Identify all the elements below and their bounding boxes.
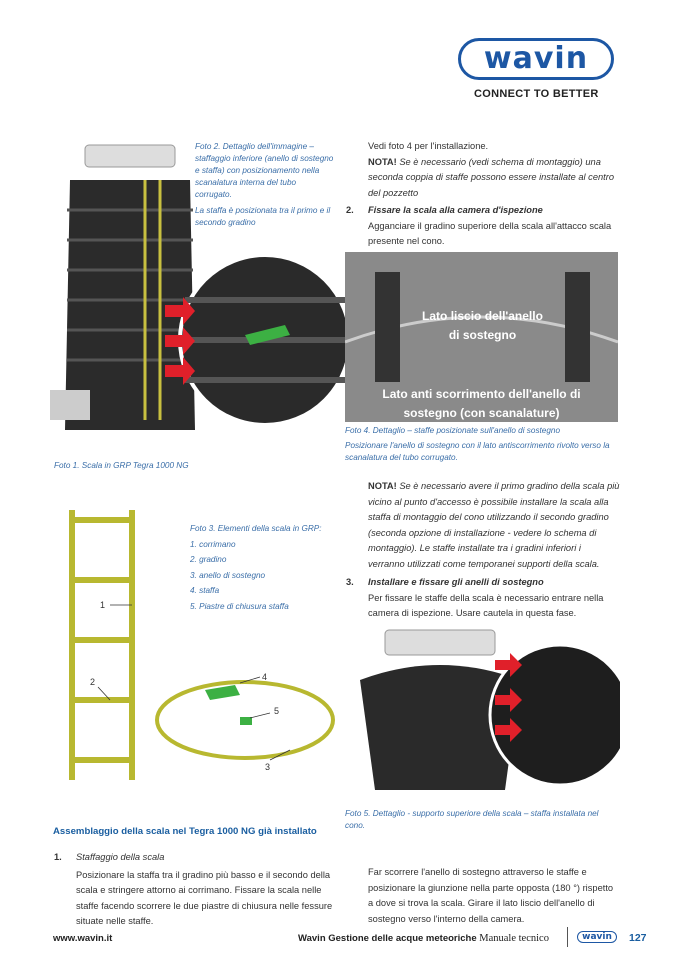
step1-number: 1. (54, 852, 62, 862)
foto3-item: 4. staffa (190, 586, 220, 595)
overlay-grooved-side: Lato anti scorrimento dell'anello di sos… (382, 387, 581, 420)
footer-title-bold: Wavin Gestione delle acque meteoriche (298, 933, 477, 944)
nota2-text: Se è necessario avere il primo gradino d… (368, 481, 620, 569)
intro-text: Vedi foto 4 per l'installazione. (368, 141, 489, 151)
foto5-caption: Foto 5. Dettaglio - supporto superiore d… (345, 809, 599, 830)
ladder-and-ring-illustration (69, 510, 335, 780)
label-1: 1 (100, 600, 106, 610)
foto4-caption-block: Foto 4. Dettaglio – staffe posizionate s… (345, 425, 620, 464)
footer-url[interactable]: www.wavin.it (53, 933, 113, 944)
step2-number: 2. (346, 205, 354, 215)
nota2-block: NOTA! Se è necessario avere il primo gra… (346, 479, 620, 622)
step1-block: 1. Staffaggio della scala Posizionare la … (54, 850, 336, 930)
label-3: 3 (265, 762, 271, 772)
right-top-text: Vedi foto 4 per l'installazione. NOTA! S… (346, 139, 620, 250)
tagline: CONNECT TO BETTER (474, 88, 599, 100)
label-2: 2 (90, 677, 96, 687)
footer-wavin-logo: wavin (577, 931, 617, 943)
wavin-logo: wavin (458, 38, 614, 80)
foto4-note: Posizionare l'anello di sostegno con il … (345, 441, 610, 462)
manhole-illustration (50, 144, 352, 430)
foto4-caption: Foto 4. Dettaglio – staffe posizionate s… (345, 426, 561, 435)
page-number: 127 (629, 932, 647, 944)
foto3-title: Foto 3. Elementi della scala in GRP: (190, 524, 322, 533)
step3-title: Installare e fissare gli anelli di soste… (368, 577, 544, 587)
foto3-item: 3. anello di sostegno (190, 570, 266, 580)
photo-1-manhole (45, 140, 352, 450)
photo-5-upper-support (360, 629, 620, 790)
overlay-smooth-side: Lato liscio dell'anello di sostegno (422, 309, 543, 342)
footer-divider (567, 927, 568, 947)
photo-4-support-ring: Lato liscio dell'anello di sostegno Lato… (345, 252, 618, 422)
footer-title: Wavin Gestione delle acque meteoriche Ma… (298, 933, 549, 944)
foto3-item: 5. Piastre di chiusura staffa (190, 601, 289, 611)
step2-text: Agganciare il gradino superiore della sc… (368, 220, 612, 247)
foto1-caption: Foto 1. Scala in GRP Tegra 1000 NG (54, 461, 189, 470)
step3-number: 3. (346, 577, 354, 587)
bracket-illustration (345, 272, 618, 382)
foto3-item: 2. gradino (190, 555, 227, 564)
right-bottom-text: Far scorrere l'anello di sostegno attrav… (368, 867, 614, 924)
label-4: 4 (262, 672, 268, 682)
section-heading: Assemblaggio della scala nel Tegra 1000 … (53, 826, 317, 837)
step1-title: Staffaggio della scala (76, 852, 165, 862)
step3-text: Per fissare le staffe della scala è nece… (368, 592, 604, 619)
nota2-label: NOTA! (368, 481, 397, 491)
label-5: 5 (274, 706, 280, 716)
foto2-note: La staffa è posizionata tra il primo e i… (195, 206, 331, 227)
foto2-caption-block: Foto 2. Dettaglio dell'immagine – staffa… (195, 141, 335, 229)
foto3-item: 1. corrimano (190, 539, 236, 549)
step2-title: Fissare la scala alla camera d'ispezione (368, 205, 543, 215)
foto2-caption: Foto 2. Dettaglio dell'immagine – staffa… (195, 142, 334, 199)
nota-label: NOTA! (368, 156, 397, 167)
step1-text: Posizionare la staffa tra il gradino più… (76, 869, 333, 927)
footer-title-rest: Manuale tecnico (479, 933, 549, 944)
foto3-caption: Foto 3. Elementi della scala in GRP: 1. … (190, 521, 322, 614)
nota-text: Se è necessario (vedi schema di montaggi… (368, 156, 615, 198)
